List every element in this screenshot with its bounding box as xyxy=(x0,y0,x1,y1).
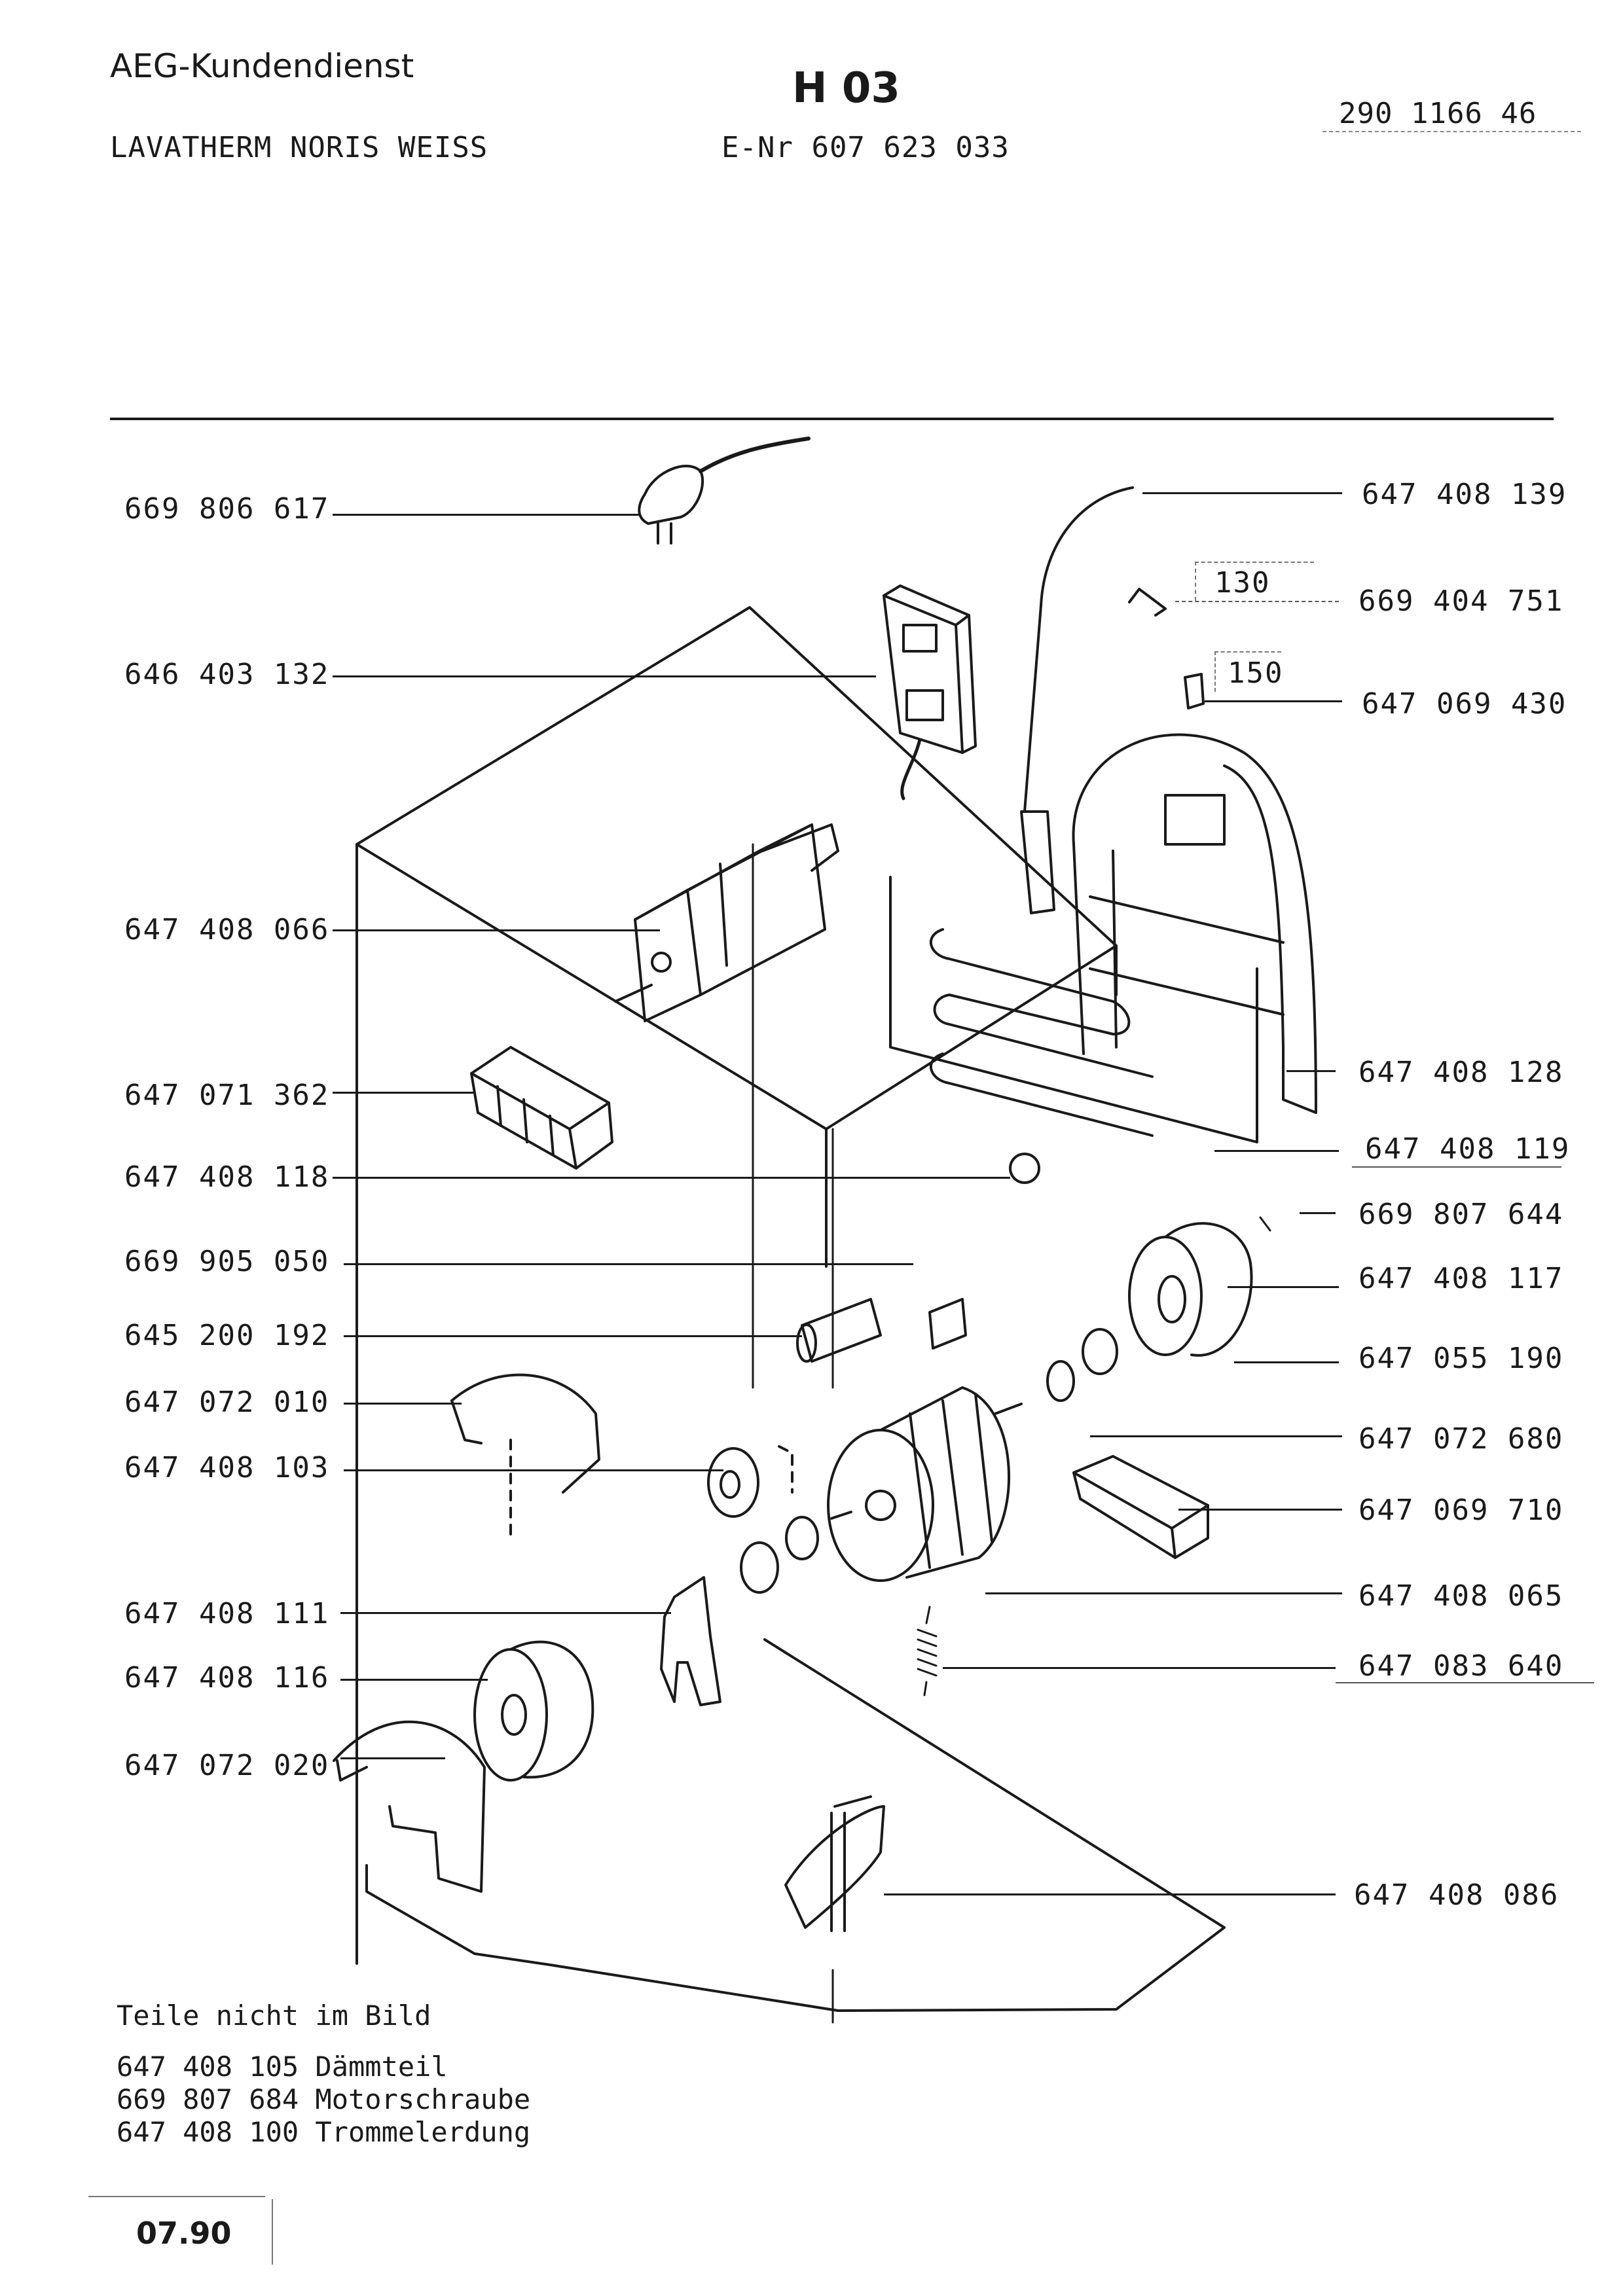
label-647-408-103: 647 408 103 xyxy=(124,1451,330,1484)
label-647-083-640-rule xyxy=(1336,1682,1594,1683)
document-number-rule xyxy=(1322,131,1581,132)
leader-647-072-020 xyxy=(340,1757,445,1759)
notes-heading: Teile nicht im Bild xyxy=(117,2000,431,2032)
part-fan-housing xyxy=(333,1720,486,1893)
label-669-806-617: 669 806 617 xyxy=(124,492,330,526)
leader-647-083-640 xyxy=(943,1667,1336,1669)
label-647-408-128: 647 408 128 xyxy=(1359,1056,1564,1089)
label-646-403-132: 646 403 132 xyxy=(124,658,330,691)
leader-647-408-128 xyxy=(1286,1070,1336,1072)
leader-647-408-065 xyxy=(985,1592,1342,1594)
sheet-code: H 03 xyxy=(792,64,900,113)
part-heater-frame xyxy=(1072,733,1317,1114)
part-motor-cover xyxy=(450,1373,600,1536)
part-switch-box xyxy=(883,584,977,800)
brand-title: AEG-Kundendienst xyxy=(110,47,414,85)
label-647-408-139: 647 408 139 xyxy=(1362,478,1567,511)
part-small-clamp xyxy=(1128,588,1167,617)
notes-item: 647 408 100 Trommelerdung xyxy=(117,2116,531,2148)
part-washer-b xyxy=(1082,1328,1118,1375)
callout-130-box xyxy=(1195,562,1314,601)
label-647-408-116: 647 408 116 xyxy=(124,1661,330,1695)
label-669-905-050: 669 905 050 xyxy=(124,1245,330,1278)
part-small-holder xyxy=(1184,673,1205,709)
label-647-408-111: 647 408 111 xyxy=(124,1597,330,1630)
leader-646-403-132 xyxy=(333,675,876,677)
part-washer-a xyxy=(1046,1360,1075,1402)
label-647-072-020: 647 072 020 xyxy=(124,1749,330,1782)
leader-647-408-103 xyxy=(344,1469,723,1471)
header-rule xyxy=(110,418,1554,420)
part-capacitor xyxy=(796,1298,882,1363)
part-fan-shaft xyxy=(784,1795,885,1932)
part-small-pin xyxy=(1259,1216,1271,1232)
part-motor xyxy=(827,1386,1023,1582)
part-foam-block xyxy=(1072,1455,1209,1559)
callout-150: 150 xyxy=(1228,656,1284,690)
part-terminal-block xyxy=(470,1046,613,1170)
part-clip xyxy=(928,1298,967,1350)
leader-669-807-644 xyxy=(1300,1212,1336,1214)
leader-647-408-086 xyxy=(884,1893,1336,1895)
leader-669-404-751 xyxy=(1175,601,1339,602)
part-heating-element xyxy=(889,876,1258,1143)
callout-130: 130 xyxy=(1214,566,1271,600)
leader-647-069-430 xyxy=(1205,700,1342,702)
leader-647-408-116 xyxy=(340,1679,488,1681)
footer-tick xyxy=(272,2199,273,2265)
leader-647-408-117 xyxy=(1228,1286,1339,1288)
part-ring-mid xyxy=(785,1516,819,1560)
label-647-072-010: 647 072 010 xyxy=(124,1386,330,1419)
footer-rule xyxy=(88,2196,265,2197)
notes-item: 669 807 684 Motorschraube xyxy=(117,2083,531,2115)
part-fan-wheel-right xyxy=(1128,1222,1253,1357)
label-647-072-680: 647 072 680 xyxy=(1359,1422,1564,1456)
leader-669-905-050 xyxy=(344,1263,913,1265)
e-number: E-Nr 607 623 033 xyxy=(721,131,1010,164)
part-spring xyxy=(917,1605,938,1696)
cabinet-outline xyxy=(356,606,1118,1130)
leader-647-072-680 xyxy=(1090,1435,1342,1437)
part-pulley xyxy=(707,1445,793,1518)
leader-647-071-362 xyxy=(333,1092,473,1094)
leader-647-072-010 xyxy=(344,1403,462,1405)
label-645-200-192: 645 200 192 xyxy=(124,1319,330,1352)
footer-date: 07.90 xyxy=(136,2215,232,2251)
label-647-071-362: 647 071 362 xyxy=(124,1079,330,1112)
leader-647-408-119 xyxy=(1214,1150,1339,1152)
label-647-408-119-rule xyxy=(1352,1166,1561,1168)
label-647-408-118: 647 408 118 xyxy=(124,1160,330,1194)
part-thermostat xyxy=(1009,1153,1040,1184)
label-647-408-065: 647 408 065 xyxy=(1359,1579,1564,1613)
notes-item: 647 408 105 Dämmteil xyxy=(117,2051,448,2083)
leader-669-806-617 xyxy=(333,514,640,516)
leader-647-408-139 xyxy=(1142,492,1342,494)
document-number: 290 1166 46 xyxy=(1339,97,1537,130)
part-fan-wheel-left xyxy=(473,1640,594,1782)
label-669-404-751: 669 404 751 xyxy=(1359,584,1564,618)
label-647-069-710: 647 069 710 xyxy=(1359,1494,1564,1527)
leader-647-055-190 xyxy=(1234,1361,1339,1363)
part-sensor-rod xyxy=(1020,486,1134,914)
callout-150-box xyxy=(1214,651,1281,692)
label-647-408-119: 647 408 119 xyxy=(1365,1132,1571,1166)
label-647-408-117: 647 408 117 xyxy=(1359,1262,1564,1295)
part-bracket xyxy=(660,1576,721,1706)
label-647-083-640: 647 083 640 xyxy=(1359,1649,1564,1683)
label-647-408-086: 647 408 086 xyxy=(1354,1878,1559,1912)
leader-647-408-118 xyxy=(333,1177,1010,1179)
label-669-807-644: 669 807 644 xyxy=(1359,1198,1564,1231)
label-647-069-430: 647 069 430 xyxy=(1362,687,1567,721)
label-647-055-190: 647 055 190 xyxy=(1359,1342,1564,1375)
part-ring-left xyxy=(740,1541,779,1594)
label-647-408-066: 647 408 066 xyxy=(124,913,330,946)
leader-645-200-192 xyxy=(344,1335,802,1337)
leader-647-408-111 xyxy=(340,1612,671,1614)
leader-647-408-066 xyxy=(333,929,660,931)
leader-647-069-710 xyxy=(1178,1509,1342,1511)
part-sensor-cable xyxy=(638,437,811,545)
part-control-module xyxy=(614,823,839,1022)
model-name: LAVATHERM NORIS WEISS xyxy=(110,131,488,164)
